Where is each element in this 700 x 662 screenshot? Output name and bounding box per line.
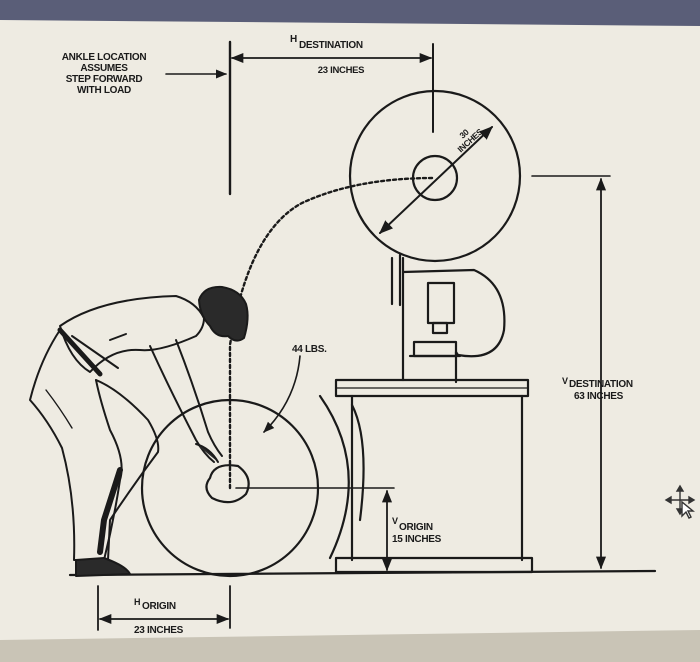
wheel-diameter-line bbox=[378, 126, 494, 234]
v-destination-value: 63 INCHES bbox=[574, 391, 624, 402]
machine-guard bbox=[318, 394, 350, 560]
ankle-note-line-2: ASSUMES bbox=[80, 63, 128, 74]
h-destination-label: DESTINATION bbox=[299, 40, 363, 51]
machine-wheel bbox=[348, 89, 522, 263]
paper-sheet bbox=[0, 20, 700, 640]
h-origin-label: ORIGIN bbox=[142, 601, 176, 612]
worker-torso bbox=[59, 295, 205, 373]
ankle-note-line-1: ANKLE LOCATION bbox=[62, 52, 147, 63]
ankle-note-line-3: STEP FORWARD bbox=[66, 74, 143, 85]
h-destination-prefix: H bbox=[290, 34, 297, 45]
move-cursor-icon bbox=[664, 484, 696, 519]
machine bbox=[318, 89, 534, 574]
worker-arm bbox=[149, 345, 215, 463]
lifting-path bbox=[228, 176, 435, 490]
ankle-note-line-4: WITH LOAD bbox=[77, 85, 131, 96]
machine-base bbox=[350, 394, 524, 562]
worker-front-leg bbox=[95, 379, 160, 561]
v-origin-label: ORIGIN bbox=[399, 522, 433, 533]
worker-shoe bbox=[75, 557, 131, 577]
v-origin-value: 15 INCHES bbox=[392, 534, 442, 545]
v-destination-prefix: V bbox=[562, 376, 568, 386]
worker-figure bbox=[29, 285, 249, 577]
worker-head bbox=[198, 285, 249, 342]
v-origin-prefix: V bbox=[392, 516, 398, 526]
load-pointer bbox=[263, 355, 301, 433]
h-origin-prefix: H bbox=[134, 597, 140, 607]
h-destination-value: 23 INCHES bbox=[318, 65, 364, 76]
worker-back-leg bbox=[29, 329, 123, 561]
h-origin-value: 23 INCHES bbox=[134, 625, 184, 636]
machine-head bbox=[401, 256, 506, 384]
ankle-note: ANKLE LOCATION ASSUMES STEP FORWARD WITH… bbox=[62, 52, 147, 96]
load-weight-label: 44 LBS. bbox=[292, 344, 327, 355]
v-destination-label: DESTINATION bbox=[569, 379, 633, 390]
